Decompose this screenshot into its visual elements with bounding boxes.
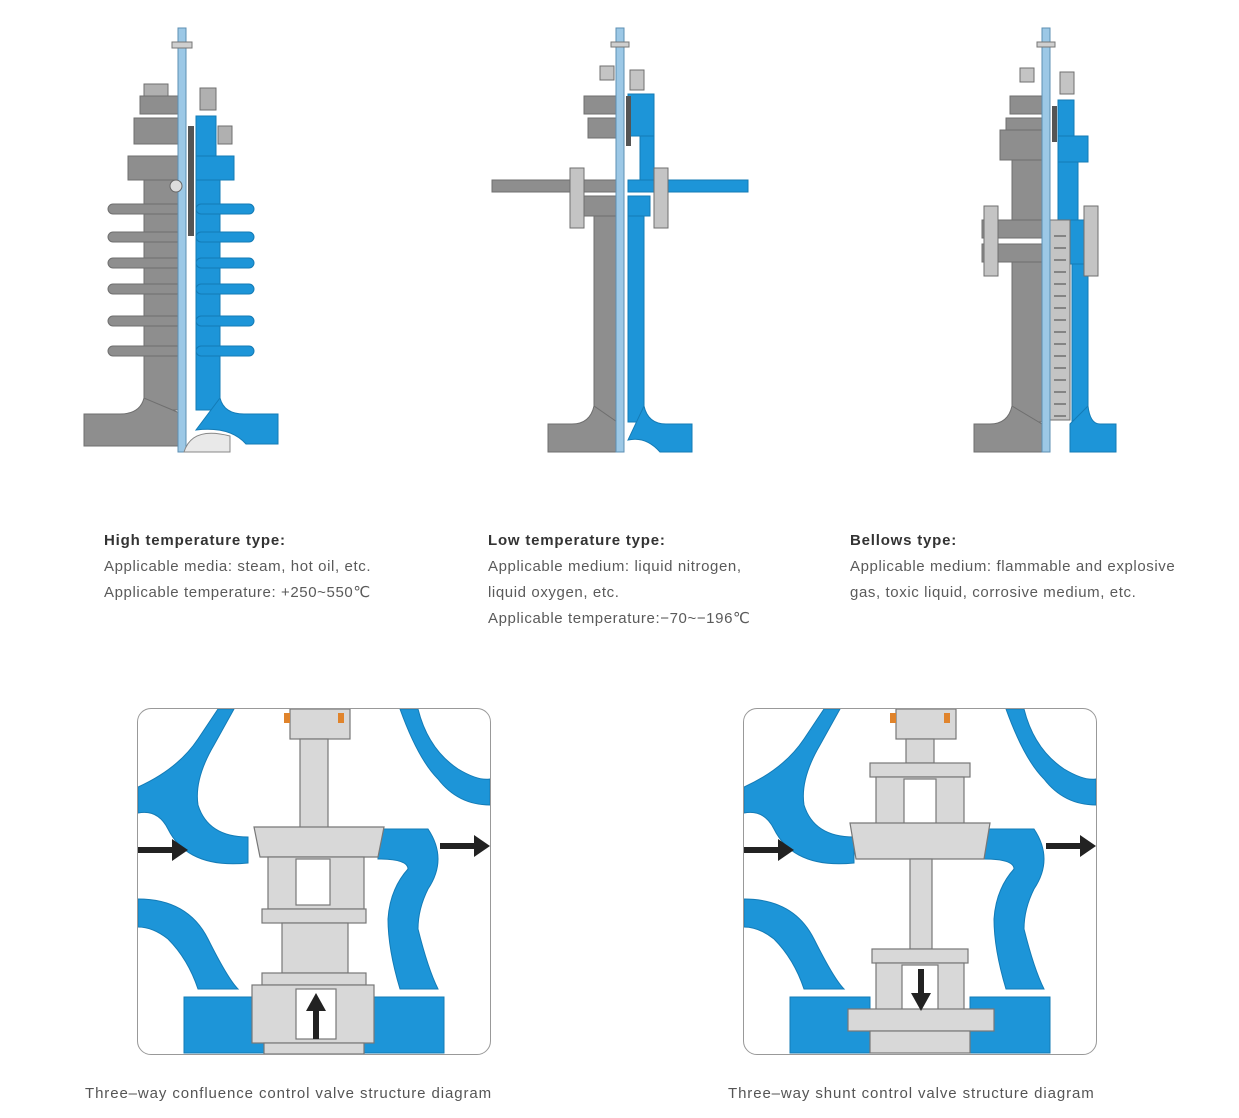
low-temperature-title: Low temperature type: xyxy=(488,532,666,549)
shunt-valve-diagram xyxy=(743,708,1097,1055)
confluence-valve-diagram xyxy=(137,708,491,1055)
high-temperature-title: High temperature type: xyxy=(104,532,286,549)
high-temperature-bonnet-figure xyxy=(83,27,279,453)
low-temperature-bonnet-figure xyxy=(491,27,749,453)
bellows-caption: Bellows type: Applicable medium: flammab… xyxy=(850,528,1235,606)
low-temperature-media-line1: Applicable medium: liquid nitrogen, xyxy=(488,558,742,575)
shunt-diagram-caption: Three–way shunt control valve structure … xyxy=(728,1085,1095,1102)
bellows-media-line2: gas, toxic liquid, corrosive medium, etc… xyxy=(850,584,1137,601)
bellows-media-line1: Applicable medium: flammable and explosi… xyxy=(850,558,1176,575)
shunt-valve-drawing xyxy=(744,709,1096,1054)
bellows-title: Bellows type: xyxy=(850,532,958,549)
bellows-bonnet-figure xyxy=(973,27,1117,453)
high-temperature-media: Applicable media: steam, hot oil, etc. xyxy=(104,558,372,575)
high-temperature-range: Applicable temperature: +250~550℃ xyxy=(104,584,371,601)
confluence-diagram-caption: Three–way confluence control valve struc… xyxy=(85,1085,492,1102)
confluence-valve-drawing xyxy=(138,709,490,1054)
low-temperature-range: Applicable temperature:−70~−196℃ xyxy=(488,610,751,627)
high-temperature-caption: High temperature type: Applicable media:… xyxy=(104,528,434,606)
low-temperature-media-line2: liquid oxygen, etc. xyxy=(488,584,620,601)
low-temperature-caption: Low temperature type: Applicable medium:… xyxy=(488,528,818,632)
